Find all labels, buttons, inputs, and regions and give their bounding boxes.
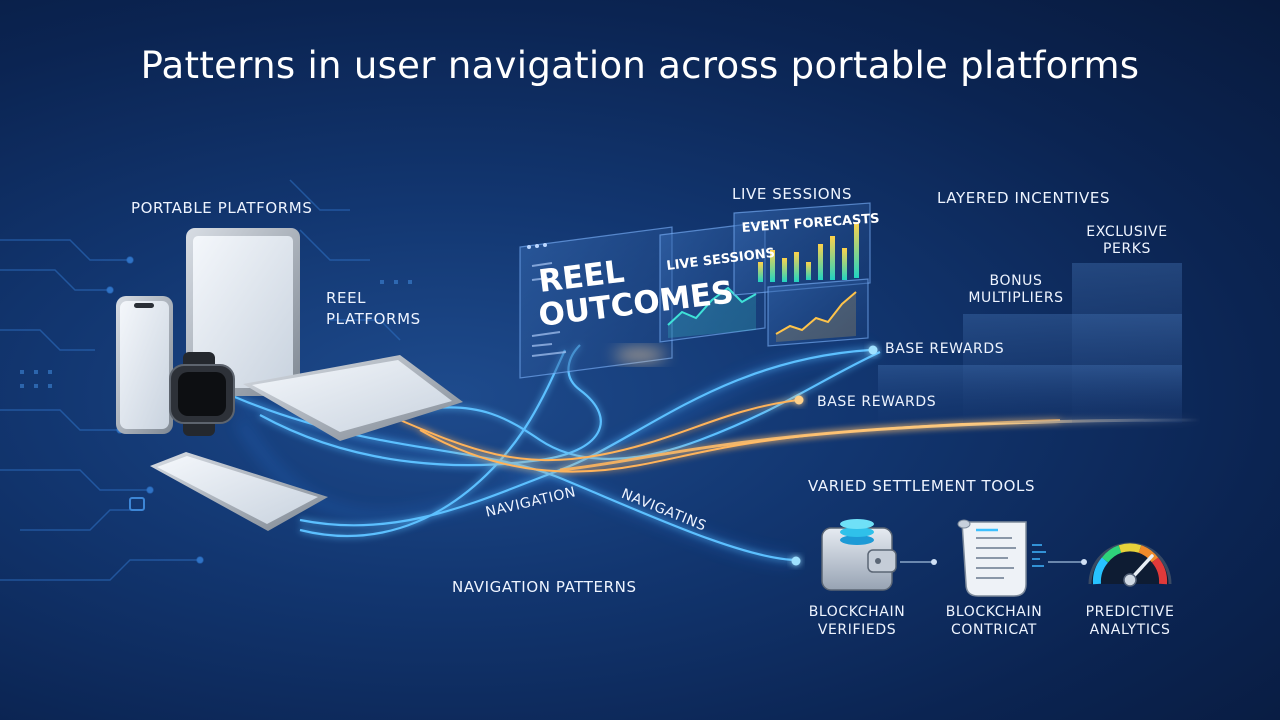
tablet-flat-device [150, 452, 328, 531]
portable-platforms-label: PORTABLE PLATFORMS [131, 199, 313, 217]
contract-scroll-icon [957, 519, 1027, 597]
navigation-patterns-label: NAVIGATION PATTERNS [452, 578, 637, 596]
connector-dot [931, 559, 937, 565]
event-forecasts-panel [733, 202, 871, 296]
connector-dot [1081, 559, 1087, 565]
page-title: Patterns in user navigation across porta… [140, 44, 1140, 87]
base-rewards-lower-label: BASE REWARDS [817, 394, 937, 410]
circuit-traces [0, 179, 401, 581]
layered-incentives-label: LAYERED INCENTIVES [937, 189, 1111, 207]
varied-settlement-tools-label: VARIED SETTLEMENT TOOLS [808, 477, 1036, 495]
settlement-tool-1-label-line1: BLOCKCHAIN [808, 604, 906, 620]
chip-icon [129, 497, 145, 511]
smartphone-device [116, 296, 173, 434]
bonus-multipliers-label-line2: MULTIPLIERS [968, 290, 1064, 306]
reel-platforms-label-line1: REEL [326, 289, 367, 307]
settlement-tool-2-label-line1: BLOCKCHAIN [945, 604, 1043, 620]
bonus-multipliers-label-line1: BONUS [989, 273, 1043, 289]
settlement-tool-2-label-line2: CONTRICAT [951, 622, 1037, 638]
trend-panel [767, 278, 869, 347]
live-sessions-label: LIVE SESSIONS [732, 185, 853, 203]
code-lines-decor [1032, 544, 1046, 567]
circuit-dots [20, 280, 412, 388]
settlement-tool-3-label-line2: ANALYTICS [1089, 622, 1171, 638]
reel-outcomes-panel [519, 226, 673, 379]
laptop-tablet-device [243, 355, 463, 441]
tablet-device [186, 228, 300, 396]
settlement-tool-1-label-line2: VERIFIEDS [817, 622, 897, 638]
base-rewards-upper-label: BASE REWARDS [885, 341, 1005, 357]
reel-platforms-label-line2: PLATFORMS [326, 310, 421, 328]
smartwatch-device [169, 352, 235, 436]
dashboard-glow [614, 349, 666, 361]
exclusive-perks-label-line1: EXCLUSIVE [1086, 224, 1168, 240]
wallet-icon [821, 519, 897, 591]
exclusive-perks-label-line2: PERKS [1102, 241, 1152, 257]
incentive-steps [878, 261, 1182, 423]
gauge-icon [1088, 542, 1172, 587]
settlement-tool-3-label-line1: PREDICTIVE [1085, 604, 1175, 620]
